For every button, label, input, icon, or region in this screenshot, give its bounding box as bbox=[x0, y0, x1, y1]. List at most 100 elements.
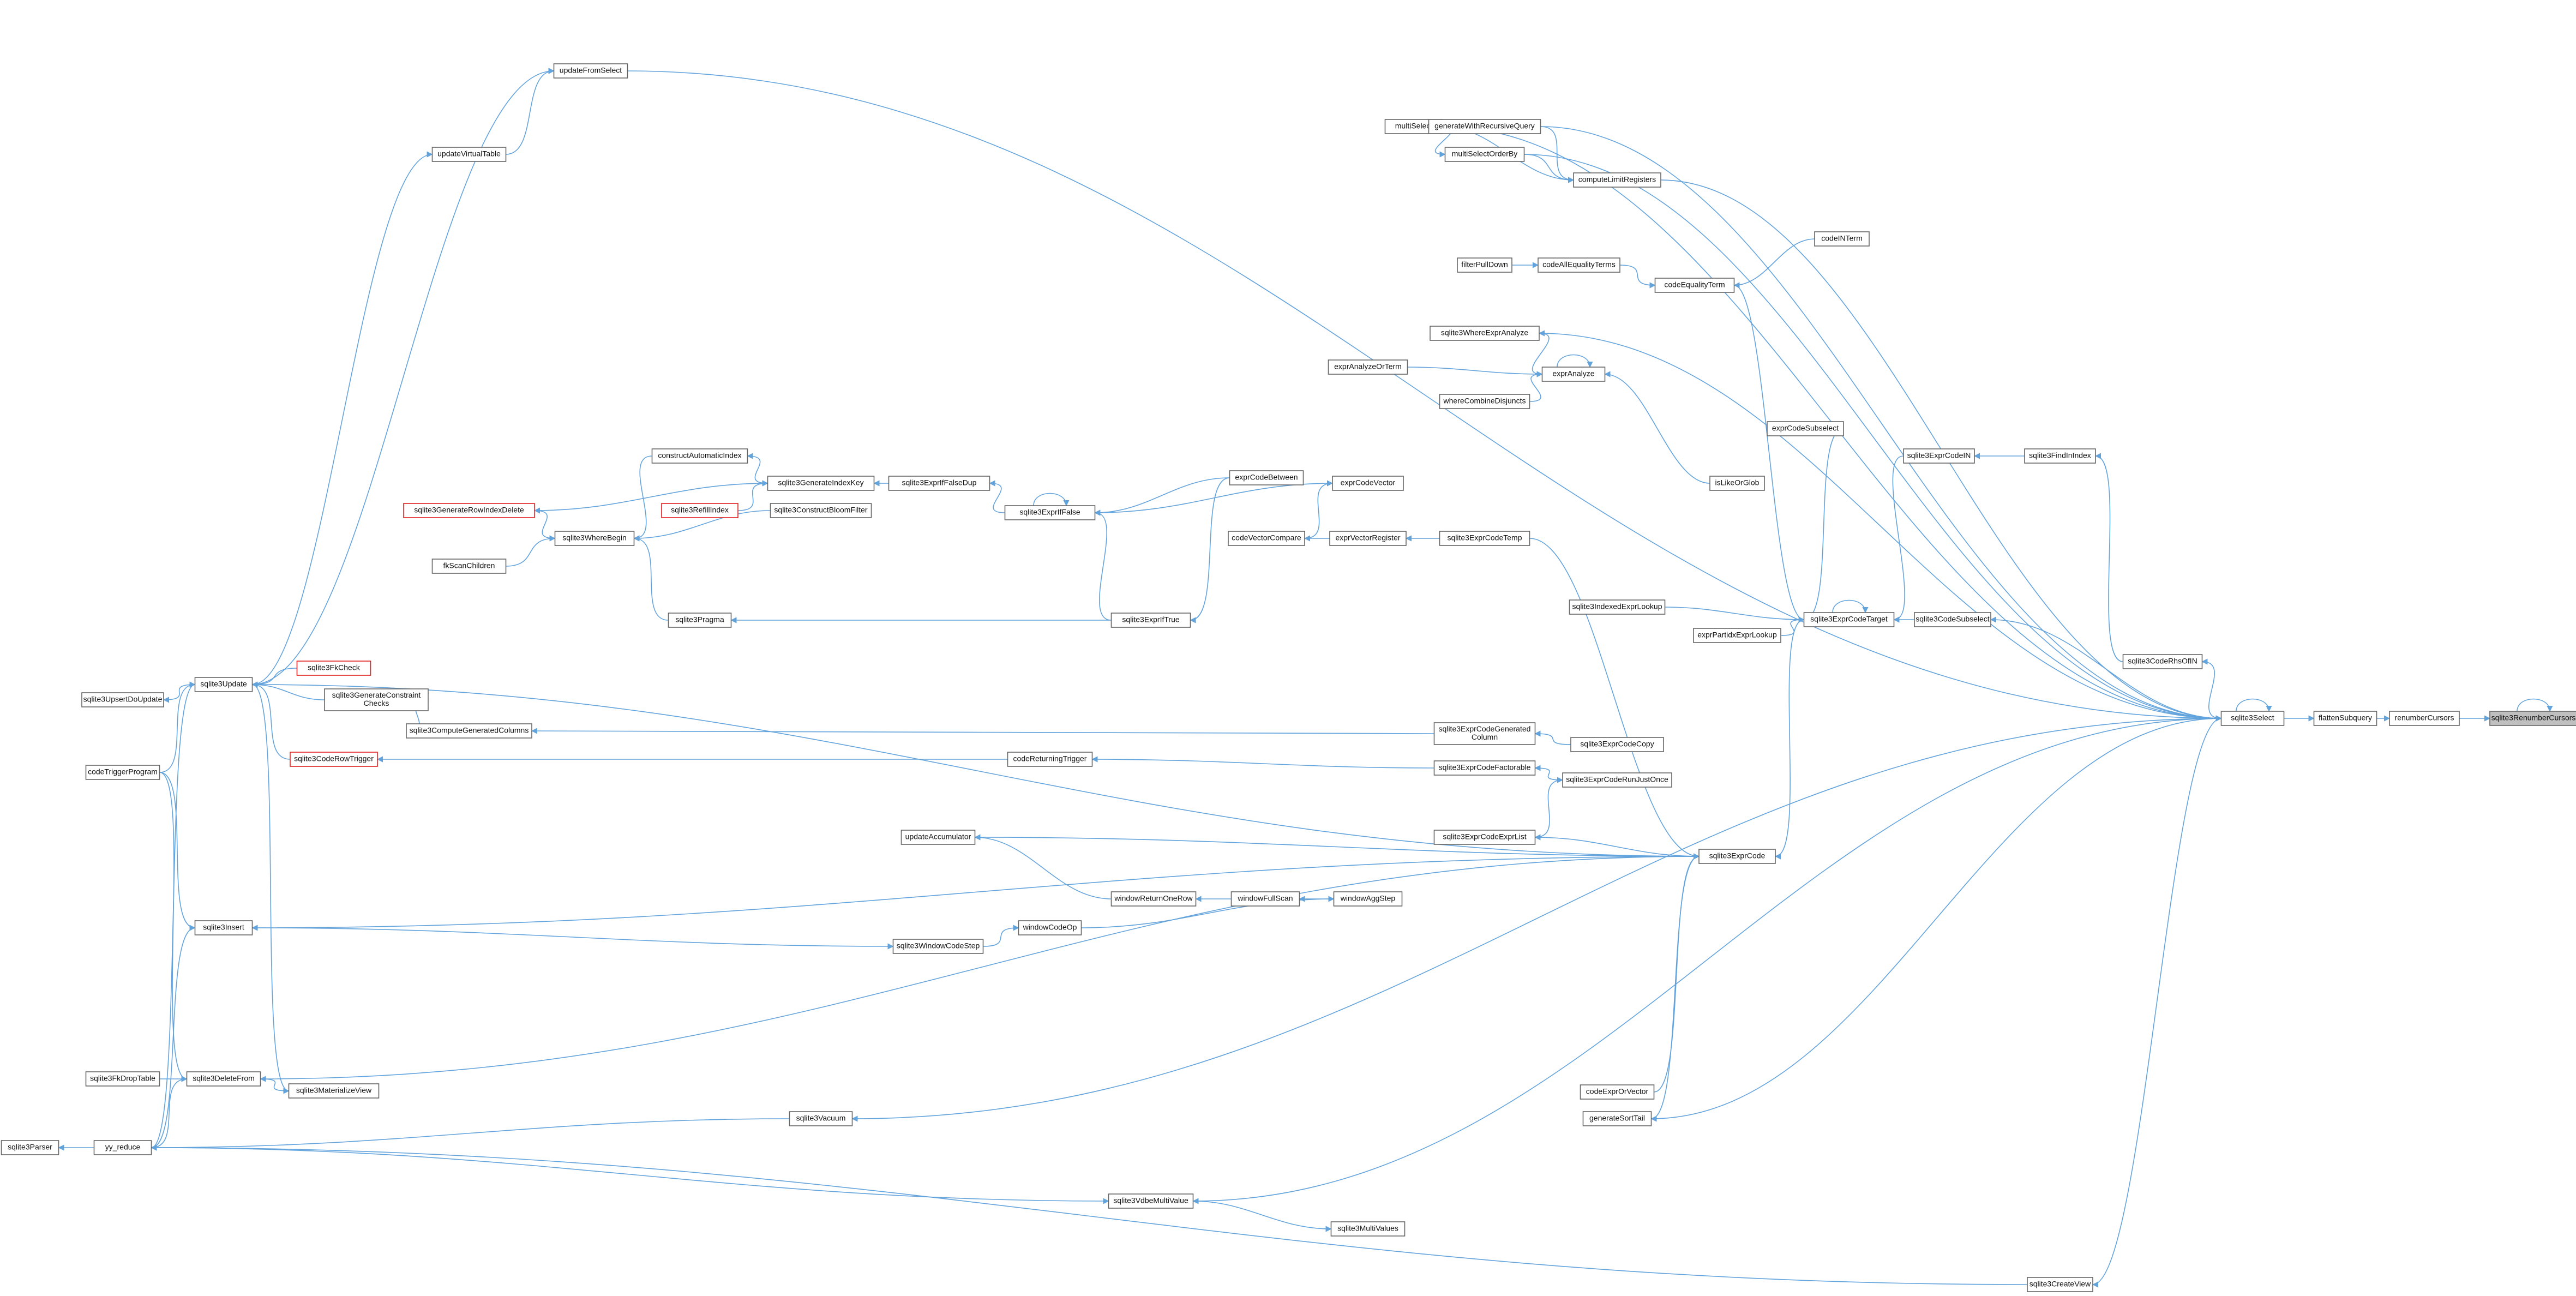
node-where-combine-disjuncts[interactable]: whereCombineDisjuncts bbox=[1439, 394, 1530, 409]
node-generate-with-recursive-query[interactable]: generateWithRecursiveQuery bbox=[1428, 119, 1541, 134]
node-sqlite3-insert[interactable]: sqlite3Insert bbox=[194, 920, 253, 935]
node-label: sqlite3MultiValues bbox=[1337, 1224, 1398, 1233]
node-code-expr-or-vector[interactable]: codeExprOrVector bbox=[1580, 1084, 1655, 1100]
node-sqlite3-expr-code[interactable]: sqlite3ExprCode bbox=[1698, 849, 1776, 864]
node-label: windowReturnOneRow bbox=[1114, 894, 1193, 903]
node-multi-select-order-by[interactable]: multiSelectOrderBy bbox=[1444, 147, 1525, 162]
node-expr-analyze[interactable]: exprAnalyze bbox=[1541, 367, 1606, 382]
node-flatten-subquery[interactable]: flattenSubquery bbox=[2313, 711, 2377, 726]
node-sqlite3-create-view[interactable]: sqlite3CreateView bbox=[2027, 1277, 2093, 1292]
node-box bbox=[1698, 849, 1776, 864]
node-sqlite3-pragma[interactable]: sqlite3Pragma bbox=[668, 613, 732, 628]
node-sqlite3-expr-code-temp[interactable]: sqlite3ExprCodeTemp bbox=[1439, 531, 1530, 546]
node-sqlite3-select[interactable]: sqlite3Select bbox=[2220, 711, 2285, 726]
node-sqlite3-find-in-index[interactable]: sqlite3FindInIndex bbox=[2024, 448, 2096, 464]
node-label: Checks bbox=[364, 699, 389, 707]
node-fk-scan-children[interactable]: fkScanChildren bbox=[431, 559, 507, 574]
node-box bbox=[1582, 1111, 1652, 1126]
node-code-vector-compare[interactable]: codeVectorCompare bbox=[1228, 531, 1305, 546]
node-expr-partidx-expr-lookup[interactable]: exprPartidxExprLookup bbox=[1693, 628, 1781, 643]
node-code-trigger-program[interactable]: codeTriggerProgram bbox=[85, 765, 160, 780]
node-sqlite3-materialize-view[interactable]: sqlite3MaterializeView bbox=[288, 1083, 380, 1099]
node-sqlite3-expr-if-false[interactable]: sqlite3ExprIfFalse bbox=[1004, 505, 1096, 520]
node-sqlite3-expr-code-copy[interactable]: sqlite3ExprCodeCopy bbox=[1570, 737, 1664, 752]
node-sqlite3-code-row-trigger[interactable]: sqlite3CodeRowTrigger bbox=[290, 752, 378, 767]
node-expr-analyze-or-term[interactable]: exprAnalyzeOrTerm bbox=[1328, 359, 1408, 375]
node-label: updateAccumulator bbox=[905, 832, 971, 841]
node-update-virtual-table[interactable]: updateVirtualTable bbox=[431, 147, 507, 162]
node-sqlite3-expr-code-factorable[interactable]: sqlite3ExprCodeFactorable bbox=[1433, 760, 1536, 776]
node-label: codeExprOrVector bbox=[1586, 1087, 1649, 1096]
node-sqlite3-vdbe-multi-value[interactable]: sqlite3VdbeMultiValue bbox=[1108, 1193, 1194, 1209]
node-sqlite3-generate-index-key[interactable]: sqlite3GenerateIndexKey bbox=[767, 476, 875, 491]
node-is-like-or-glob[interactable]: isLikeOrGlob bbox=[1709, 476, 1765, 491]
node-sqlite3-expr-if-false-dup[interactable]: sqlite3ExprIfFalseDup bbox=[888, 476, 990, 491]
node-box bbox=[1767, 421, 1844, 436]
edge-n49-n48 bbox=[1534, 730, 1571, 745]
node-label: sqlite3IndexedExprLookup bbox=[1572, 602, 1662, 611]
node-sqlite3-compute-generated-columns[interactable]: sqlite3ComputeGeneratedColumns bbox=[406, 723, 532, 739]
node-sqlite3-window-code-step[interactable]: sqlite3WindowCodeStep bbox=[892, 939, 984, 954]
edge-n29-n28 bbox=[533, 507, 555, 539]
node-window-return-one-row[interactable]: windowReturnOneRow bbox=[1110, 891, 1197, 907]
node-sqlite3-code-subselect[interactable]: sqlite3CodeSubselect bbox=[1914, 612, 1991, 627]
node-sqlite3-fk-check[interactable]: sqlite3FkCheck bbox=[296, 661, 371, 676]
node-filter-pull-down[interactable]: filterPullDown bbox=[1457, 257, 1512, 273]
node-compute-limit-registers[interactable]: computeLimitRegisters bbox=[1573, 172, 1661, 188]
node-sqlite3-renumber-cursors[interactable]: sqlite3RenumberCursors bbox=[2489, 711, 2576, 726]
node-sqlite3-delete-from[interactable]: sqlite3DeleteFrom bbox=[186, 1071, 261, 1087]
edge-n61-n63 bbox=[252, 927, 894, 950]
node-sqlite3-vacuum[interactable]: sqlite3Vacuum bbox=[789, 1111, 853, 1126]
node-code-returning-trigger[interactable]: codeReturningTrigger bbox=[1007, 752, 1093, 767]
node-update-from-select[interactable]: updateFromSelect bbox=[553, 63, 628, 79]
node-sqlite3-expr-if-true[interactable]: sqlite3ExprIfTrue bbox=[1110, 613, 1191, 628]
node-sqlite3-expr-code-run-just-once[interactable]: sqlite3ExprCodeRunJustOnce bbox=[1562, 772, 1672, 788]
node-label: sqlite3ExprCodeRunJustOnce bbox=[1566, 775, 1668, 784]
node-sqlite3-code-rhs-of-in[interactable]: sqlite3CodeRhsOfIN bbox=[2122, 654, 2203, 669]
node-code-interm[interactable]: codeINTerm bbox=[1814, 231, 1870, 247]
node-sqlite3-update[interactable]: sqlite3Update bbox=[194, 677, 253, 692]
node-code-equality-term[interactable]: codeEqualityTerm bbox=[1654, 278, 1735, 293]
node-sqlite3-generate-row-index-delete[interactable]: sqlite3GenerateRowIndexDelete bbox=[403, 503, 535, 518]
edge-n63-n62 bbox=[983, 925, 1019, 947]
node-expr-vector-register[interactable]: exprVectorRegister bbox=[1329, 531, 1407, 546]
node-window-code-op[interactable]: windowCodeOp bbox=[1018, 920, 1082, 935]
node-expr-code-vector[interactable]: exprCodeVector bbox=[1332, 476, 1404, 491]
node-box bbox=[888, 476, 990, 491]
node-window-full-scan[interactable]: windowFullScan bbox=[1230, 891, 1300, 907]
node-box bbox=[1333, 891, 1403, 907]
node-label: codeTriggerProgram bbox=[88, 767, 158, 776]
node-sqlite3-multi-values[interactable]: sqlite3MultiValues bbox=[1330, 1221, 1406, 1237]
node-sqlite3-expr-code-target[interactable]: sqlite3ExprCodeTarget bbox=[1803, 612, 1895, 627]
node-construct-automatic-index[interactable]: constructAutomaticIndex bbox=[651, 448, 748, 464]
node-label: sqlite3RefillIndex bbox=[671, 506, 729, 514]
node-sqlite3-parser[interactable]: sqlite3Parser bbox=[1, 1140, 59, 1155]
node-sqlite3-where-begin[interactable]: sqlite3WhereBegin bbox=[554, 531, 635, 546]
node-renumber-cursors[interactable]: renumberCursors bbox=[2389, 711, 2460, 726]
node-update-accumulator[interactable]: updateAccumulator bbox=[900, 830, 976, 845]
node-sqlite3-expr-code-expr-list[interactable]: sqlite3ExprCodeExprList bbox=[1433, 830, 1536, 845]
node-code-all-equality-terms[interactable]: codeAllEqualityTerms bbox=[1538, 257, 1620, 273]
node-sqlite3-upsert-do-update[interactable]: sqlite3UpsertDoUpdate bbox=[81, 692, 164, 707]
node-sqlite3-expr-code-in[interactable]: sqlite3ExprCodeIN bbox=[1903, 448, 1975, 464]
node-sqlite3-construct-bloom-filter[interactable]: sqlite3ConstructBloomFilter bbox=[770, 503, 872, 518]
node-box bbox=[194, 920, 253, 935]
node-sqlite3-where-expr-analyze[interactable]: sqlite3WhereExprAnalyze bbox=[1430, 326, 1540, 341]
node-box bbox=[1433, 722, 1536, 745]
edge-n57-n44 bbox=[251, 681, 1700, 857]
node-sqlite3-refill-index[interactable]: sqlite3RefillIndex bbox=[661, 503, 738, 518]
node-yy-reduce[interactable]: yy_reduce bbox=[93, 1140, 152, 1155]
node-sqlite3-fk-drop-table[interactable]: sqlite3FkDropTable bbox=[85, 1071, 160, 1087]
node-label: sqlite3Update bbox=[200, 680, 247, 688]
node-box bbox=[1693, 628, 1781, 643]
node-sqlite3-indexed-expr-lookup[interactable]: sqlite3IndexedExprLookup bbox=[1569, 599, 1666, 615]
edge-n17-n16 bbox=[1529, 371, 1543, 402]
node-generate-sort-tail[interactable]: generateSortTail bbox=[1582, 1111, 1652, 1126]
node-window-agg-step[interactable]: windowAggStep bbox=[1333, 891, 1403, 907]
edge-n65-n66 bbox=[260, 1078, 290, 1094]
node-expr-code-subselect[interactable]: exprCodeSubselect bbox=[1767, 421, 1844, 436]
edge-n24-n22 bbox=[1094, 483, 1333, 516]
node-expr-code-between[interactable]: exprCodeBetween bbox=[1229, 470, 1304, 485]
